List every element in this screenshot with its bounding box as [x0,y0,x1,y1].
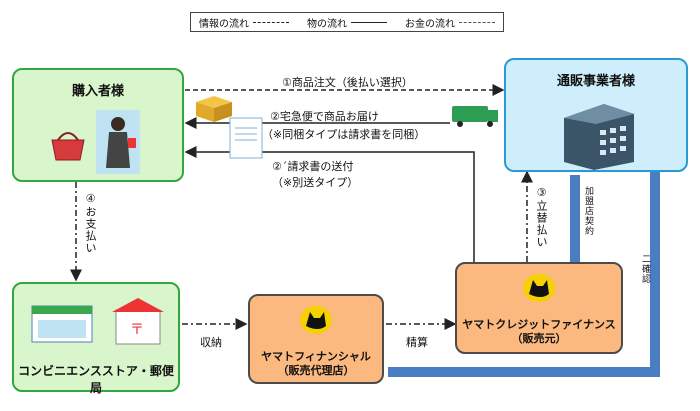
order-label: ①商品注文（後払い選択） [282,76,413,89]
buyer-title: 購入者様 [71,84,124,99]
yamato-financial-box: ヤマトフィナンシャル （販売代理店） [248,294,384,384]
settle-label: 精算 [406,336,428,349]
legend-info: 情報の流れ [199,15,289,30]
office-building-icon [564,104,634,170]
post-office-icon: 〒 [112,298,164,345]
collect-label: 収納 [200,336,222,349]
confirm-label: 二確認 [640,254,650,284]
payment-label: ④お支払い [84,192,97,254]
yamato-credit-title: ヤマトクレジットファイナンス （販売元） [457,318,621,346]
invoice-note-label: （※別送タイプ） [272,176,359,189]
legend-goods: 物の流れ [307,15,387,30]
delivery-label: ②宅急便で商品お届け [270,110,379,123]
merchant-box: 通販事業者様 [504,58,688,172]
shopper-person-icon [96,110,140,174]
package-icon [196,96,232,122]
yamato-credit-box: ヤマトクレジットファイナンス （販売元） [455,262,623,354]
legend-goods-label: 物の流れ [307,18,347,30]
delivery-truck-icon [452,106,498,127]
yamato-financial-name: ヤマトフィナンシャル [261,350,371,363]
convenience-title: コンビニエンスストア・郵便局 [18,364,174,395]
black-cat-logo-icon [300,306,332,334]
confirm-line [388,170,660,377]
invoice-document-icon [229,117,263,159]
svg-text:〒: 〒 [130,322,144,338]
delivery-note-label: （※同梱タイプは請求書を同梱） [262,128,426,141]
dashed-arrow-icon [253,21,289,23]
advance-label: ③立替払い [535,186,548,248]
contract-label: 加盟店契約 [583,186,593,236]
legend: 情報の流れ 物の流れ お金の流れ [190,12,504,32]
yamato-financial-role: （販売代理店） [277,364,355,377]
buyer-box: 購入者様 [12,68,184,182]
yamato-financial-title: ヤマトフィナンシャル （販売代理店） [250,350,382,378]
dashdot-arrow-icon [459,21,495,23]
legend-info-label: 情報の流れ [199,18,249,30]
yamato-credit-role: （販売元） [511,332,567,345]
legend-money: お金の流れ [405,15,495,30]
legend-money-label: お金の流れ [405,18,455,30]
basket-icon [51,132,85,161]
solid-arrow-icon [351,21,387,23]
convenience-box: 〒 コンビニエンスストア・郵便局 [12,282,180,395]
yamato-credit-name: ヤマトクレジットファイナンス [462,318,616,331]
convenience-store-icon [31,305,93,343]
black-cat-logo-icon-2 [523,274,555,302]
invoice-label: ②´請求書の送付 [272,160,354,173]
invoice-arrow [184,146,475,262]
merchant-title: 通販事業者様 [556,74,635,89]
